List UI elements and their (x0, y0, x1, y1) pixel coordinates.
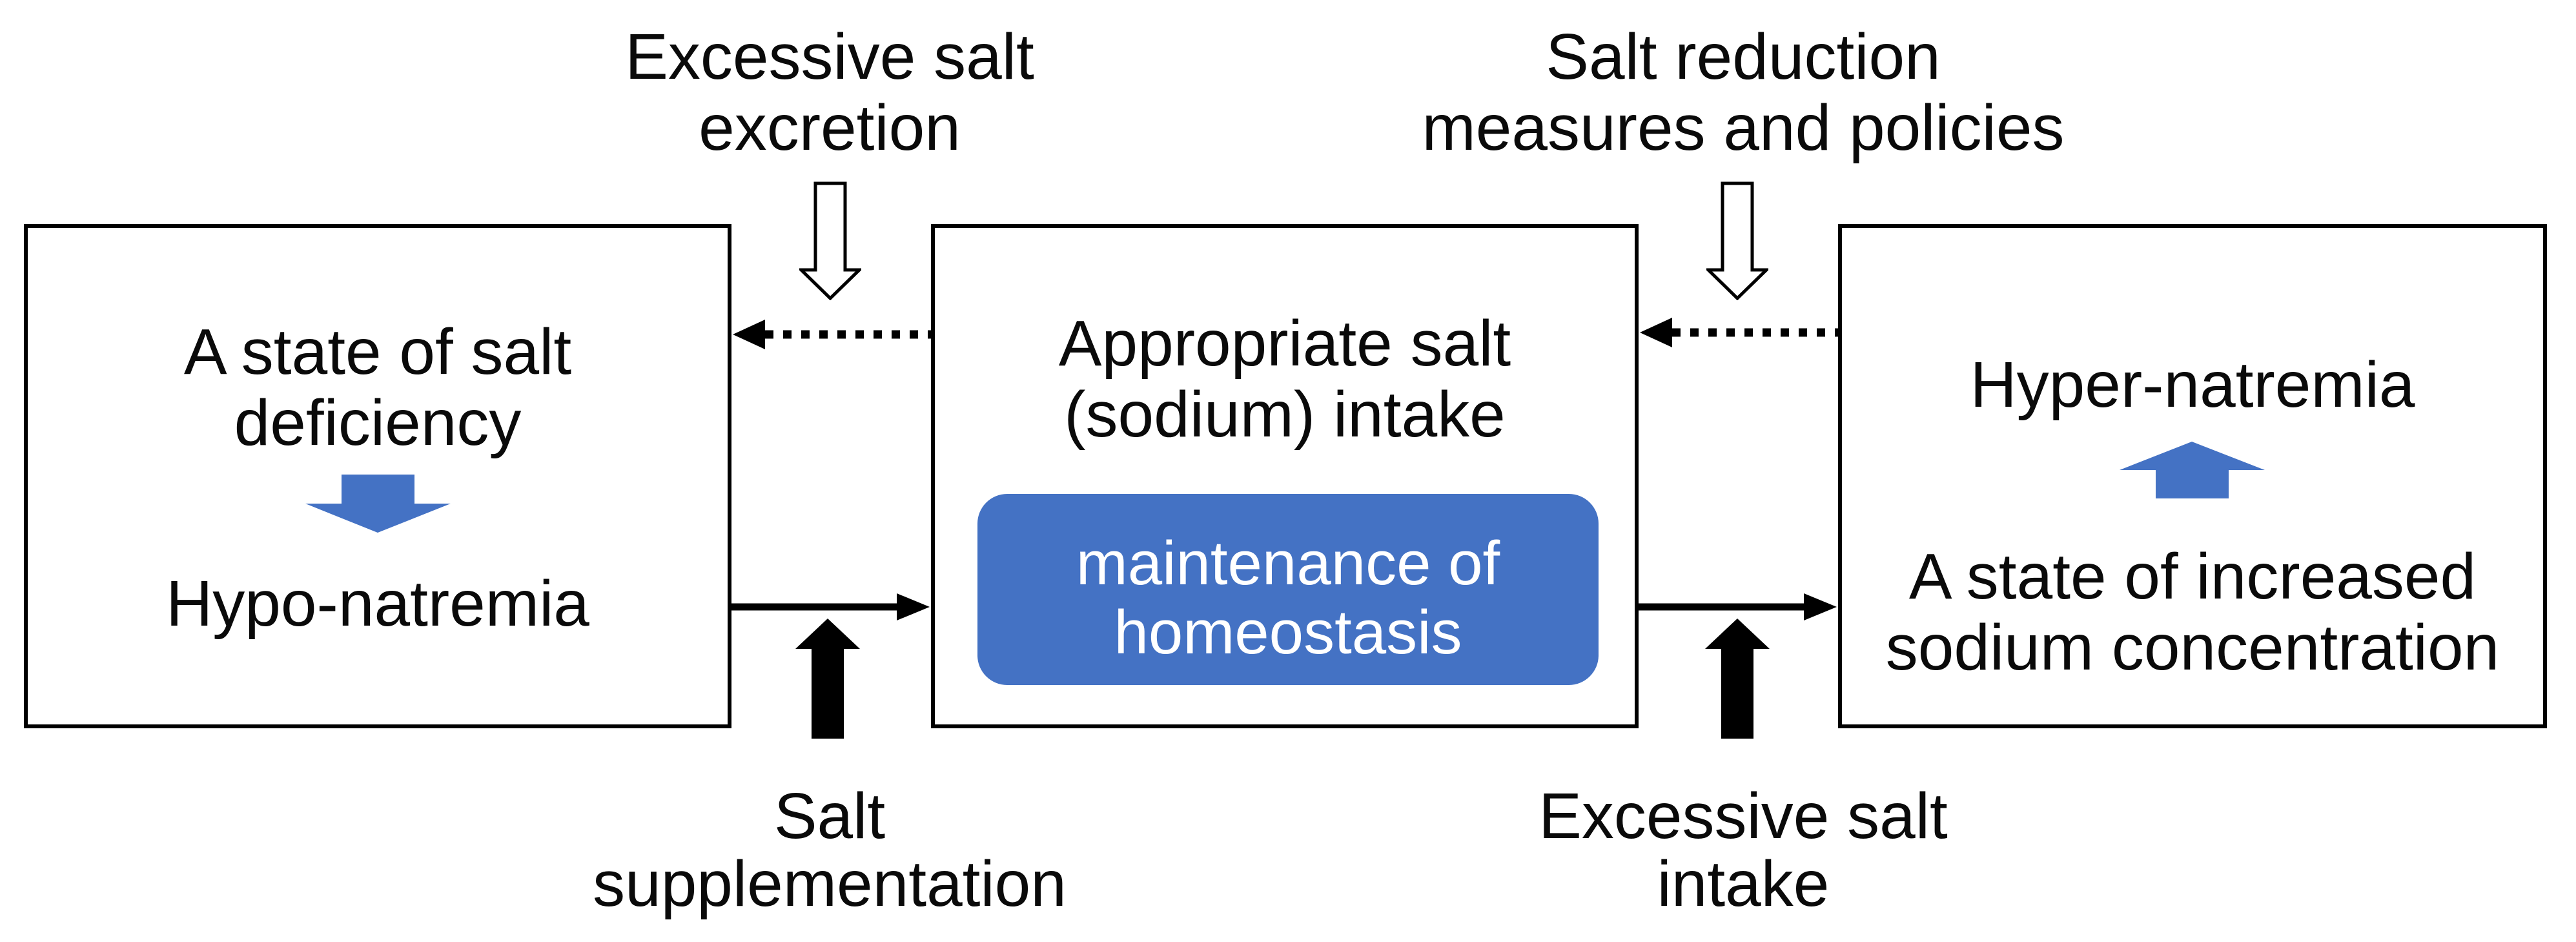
box-title-line: Hyper-natremia (1970, 349, 2415, 421)
box-appropriate-intake: Appropriate salt (sodium) intake mainten… (931, 224, 1639, 728)
label-line: Excessive salt (625, 21, 1034, 93)
blue-up-arrow-icon (2120, 442, 2265, 498)
label-salt-reduction-measures: Salt reduction measures and policies (1388, 21, 2098, 163)
dotted-left-arrow-icon (1640, 318, 1838, 347)
label-excessive-salt-excretion: Excessive salt excretion (571, 21, 1088, 163)
dotted-left-arrow-icon (733, 320, 931, 349)
white-block-down-arrow-icon (799, 181, 861, 300)
white-block-down-arrow-icon (1706, 181, 1768, 300)
blue-down-arrow-icon (305, 475, 451, 533)
solid-right-arrow-icon (1639, 593, 1837, 620)
label-line: Salt reduction (1546, 21, 1941, 93)
black-block-up-arrow-icon (1705, 619, 1770, 739)
badge-line: homeostasis (1114, 598, 1462, 667)
badge-line: maintenance of (1076, 529, 1500, 598)
label-line: measures and policies (1422, 92, 2065, 164)
black-block-up-arrow-icon (795, 619, 860, 739)
homeostasis-badge-text: maintenance of homeostasis (977, 494, 1599, 685)
box-title: A state of salt deficiency (28, 316, 728, 458)
box-result-line: Hypo-natremia (166, 568, 589, 640)
box-title: Hyper-natremia (1842, 349, 2543, 420)
box-hypernatremia: Hyper-natremia A state of increased sodi… (1838, 224, 2547, 728)
label-line: supplementation (593, 848, 1067, 920)
box-title-line: (sodium) intake (1064, 378, 1506, 451)
box-result: Hypo-natremia (28, 568, 728, 639)
homeostasis-badge: maintenance of homeostasis (977, 494, 1599, 685)
label-line: Salt (773, 780, 886, 852)
box-title: Appropriate salt (sodium) intake (935, 308, 1635, 450)
box-title-line: deficiency (234, 387, 522, 459)
box-desc-line: sodium concentration (1885, 611, 2500, 684)
label-excessive-salt-intake: Excessive salt intake (1453, 783, 2034, 918)
box-title-line: Appropriate salt (1058, 307, 1511, 380)
box-salt-deficiency: A state of salt deficiency Hypo-natremia (24, 224, 731, 728)
box-desc-line: A state of increased (1908, 540, 2477, 613)
box-description: A state of increased sodium concentratio… (1842, 541, 2543, 683)
label-line: excretion (699, 92, 961, 164)
label-salt-supplementation: Salt supplementation (539, 783, 1120, 918)
box-title-line: A state of salt (183, 316, 572, 388)
label-line: intake (1657, 848, 1830, 920)
label-line: Excessive salt (1538, 780, 1948, 852)
solid-right-arrow-icon (731, 593, 930, 620)
